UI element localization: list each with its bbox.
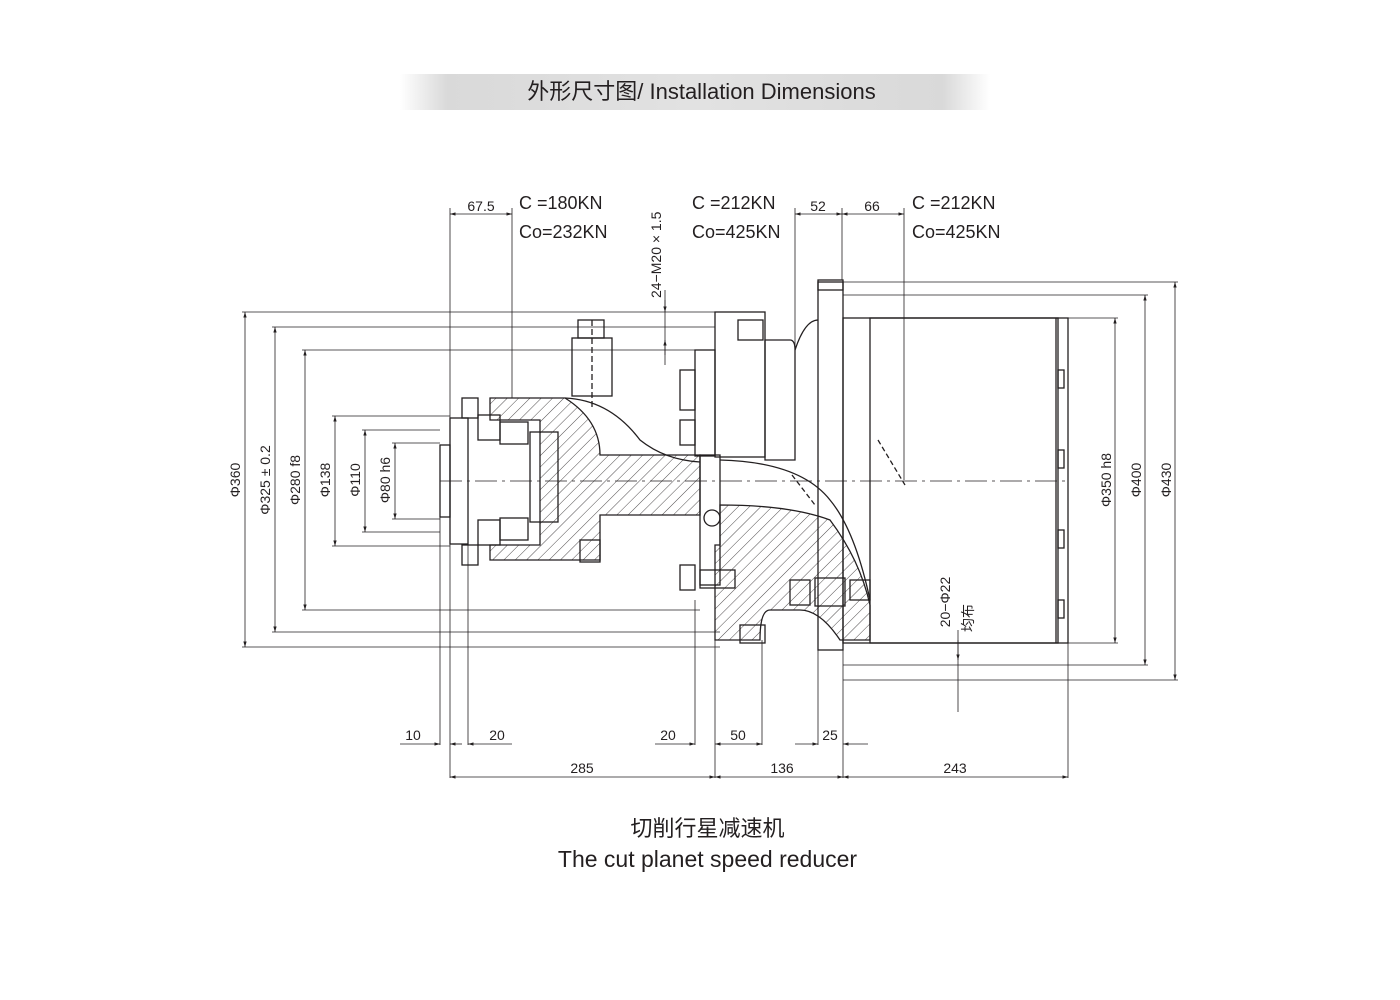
dim-325: Φ325 ± 0.2 xyxy=(257,445,273,515)
thread-callout: 24−M20 × 1.5 xyxy=(648,211,664,298)
page-title: 外形尺寸图/ Installation Dimensions xyxy=(527,79,876,104)
hole-callout-labels: 20−Φ22 均布 xyxy=(937,577,976,632)
dim-20b: 20 xyxy=(660,727,676,743)
spec-2-c: C =212KN xyxy=(692,193,776,213)
dim-360: Φ360 xyxy=(227,463,243,498)
bearing-right-2 xyxy=(814,577,846,607)
caption-english: The cut planet speed reducer xyxy=(557,846,858,872)
hole-note: 均布 xyxy=(960,604,976,632)
dim-400: Φ400 xyxy=(1128,463,1144,498)
dim-50: 50 xyxy=(730,727,746,743)
hole-count: 20−Φ22 xyxy=(937,577,953,628)
drum-housing xyxy=(842,317,1069,644)
dim-110: Φ110 xyxy=(347,463,363,497)
left-diameter-labels: Φ360 Φ325 ± 0.2 Φ280 f8 Φ138 Φ110 Φ80 h6 xyxy=(227,445,393,515)
dim-138: Φ138 xyxy=(317,463,333,498)
bearing-left-5 xyxy=(529,431,559,523)
dim-136: 136 xyxy=(770,760,794,776)
dim-80: Φ80 h6 xyxy=(377,457,393,503)
dim-20a: 20 xyxy=(489,727,505,743)
bearing-right-1 xyxy=(789,579,811,606)
spec-3-co: Co=425KN xyxy=(912,222,1001,242)
bearing-left-2 xyxy=(477,519,501,546)
dim-350: Φ350 h8 xyxy=(1098,453,1114,507)
carrier-section xyxy=(714,504,871,641)
bottom-dimension-labels: 10 20 20 50 25 285 136 243 xyxy=(405,727,967,776)
mounting-flange xyxy=(694,349,716,457)
bearing-left-4 xyxy=(499,517,529,541)
dim-285: 285 xyxy=(570,760,594,776)
dimension-lines xyxy=(242,208,1178,779)
spec-3-c: C =212KN xyxy=(912,193,996,213)
left-housing-section xyxy=(489,397,701,561)
dim-66: 66 xyxy=(864,198,880,214)
spec-2-co: Co=425KN xyxy=(692,222,781,242)
dim-25: 25 xyxy=(822,727,838,743)
spec-1-co: Co=232KN xyxy=(519,222,608,242)
dim-280: Φ280 f8 xyxy=(287,455,303,505)
dim-52: 52 xyxy=(810,198,826,214)
dim-243: 243 xyxy=(943,760,967,776)
ball-bearing xyxy=(703,509,721,527)
reducer-geometry xyxy=(439,279,1070,651)
spec-labels: C =180KN Co=232KN C =212KN Co=425KN C =2… xyxy=(519,193,1001,242)
dim-430: Φ430 xyxy=(1158,463,1174,498)
right-diameter-labels: Φ350 h8 Φ400 Φ430 xyxy=(1098,453,1174,507)
top-dimension-labels: 67.5 52 66 24−M20 × 1.5 xyxy=(467,198,880,298)
spec-1-c: C =180KN xyxy=(519,193,603,213)
caption-chinese: 切削行星减速机 xyxy=(630,816,785,841)
bearing-left-3 xyxy=(499,421,529,445)
dim-10: 10 xyxy=(405,727,421,743)
dim-67-5: 67.5 xyxy=(467,198,494,214)
title-band xyxy=(400,74,990,110)
carrier-top xyxy=(714,311,766,458)
